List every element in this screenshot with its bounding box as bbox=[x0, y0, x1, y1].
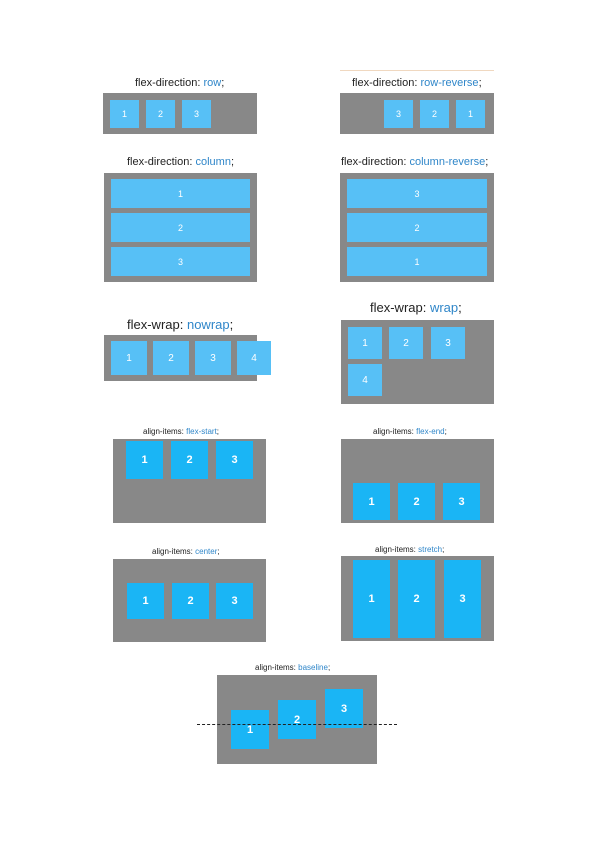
flex-item: 3 bbox=[111, 247, 250, 276]
demo-title: align-items: flex-end; bbox=[373, 427, 447, 436]
flex-item: 2 bbox=[347, 213, 487, 242]
demo-title: flex-direction: row-reverse; bbox=[352, 77, 482, 89]
demo-title: flex-wrap: nowrap; bbox=[127, 317, 234, 332]
flex-container: 1 2 3 bbox=[113, 439, 266, 523]
flex-container: 3 2 1 bbox=[340, 173, 494, 282]
demo-title: flex-wrap: wrap; bbox=[370, 300, 462, 315]
flex-container: 1 2 3 bbox=[341, 439, 494, 523]
flex-container: 1 2 3 bbox=[113, 559, 266, 642]
flex-item: 3 bbox=[431, 327, 465, 359]
flex-item: 1 bbox=[347, 247, 487, 276]
flex-item: 3 bbox=[216, 441, 253, 479]
flex-item: 1 bbox=[353, 560, 390, 638]
flex-item: 1 bbox=[126, 441, 163, 479]
flex-item: 3 bbox=[325, 689, 363, 728]
flex-item: 1 bbox=[353, 483, 390, 520]
flex-container: 3 2 1 bbox=[340, 93, 494, 134]
flex-item: 1 bbox=[111, 341, 147, 375]
flex-item: 1 bbox=[127, 583, 164, 619]
demo-title: align-items: center; bbox=[152, 547, 220, 556]
flex-item: 3 bbox=[182, 100, 211, 128]
flex-item: 1 bbox=[456, 100, 485, 128]
flex-item: 3 bbox=[216, 583, 253, 619]
flex-item: 4 bbox=[348, 364, 382, 396]
flex-item: 2 bbox=[420, 100, 449, 128]
flex-item: 1 bbox=[231, 710, 269, 749]
flex-item: 3 bbox=[443, 483, 480, 520]
flex-item: 2 bbox=[172, 583, 209, 619]
demo-title: align-items: baseline; bbox=[255, 663, 331, 672]
demo-title: flex-direction: row; bbox=[135, 77, 225, 89]
baseline-line bbox=[197, 724, 397, 725]
demo-title: flex-direction: column; bbox=[127, 156, 235, 168]
divider bbox=[340, 70, 494, 71]
flex-item: 2 bbox=[398, 560, 435, 638]
flex-item: 3 bbox=[347, 179, 487, 208]
demo-title: align-items: stretch; bbox=[375, 545, 445, 554]
flex-item: 1 bbox=[110, 100, 139, 128]
flex-item: 2 bbox=[278, 700, 316, 739]
flex-item: 2 bbox=[146, 100, 175, 128]
flex-item: 2 bbox=[153, 341, 189, 375]
flex-item: 2 bbox=[171, 441, 208, 479]
demo-title: align-items: flex-start; bbox=[143, 427, 220, 436]
flex-item: 2 bbox=[389, 327, 423, 359]
flex-item: 1 bbox=[111, 179, 250, 208]
flex-item: 4 bbox=[237, 341, 271, 375]
flex-container: 1 2 3 bbox=[103, 93, 257, 134]
flex-item: 2 bbox=[111, 213, 250, 242]
flex-item: 3 bbox=[444, 560, 481, 638]
flex-container: 1 2 3 bbox=[217, 675, 377, 764]
flex-item: 3 bbox=[384, 100, 413, 128]
flex-container: 1 2 3 bbox=[104, 173, 257, 282]
flex-container: 1 2 3 bbox=[341, 556, 494, 641]
flex-container: 1 2 3 4 bbox=[341, 320, 494, 404]
flex-item: 2 bbox=[398, 483, 435, 520]
flex-item: 3 bbox=[195, 341, 231, 375]
flex-item: 1 bbox=[348, 327, 382, 359]
demo-title: flex-direction: column-reverse; bbox=[341, 156, 489, 168]
